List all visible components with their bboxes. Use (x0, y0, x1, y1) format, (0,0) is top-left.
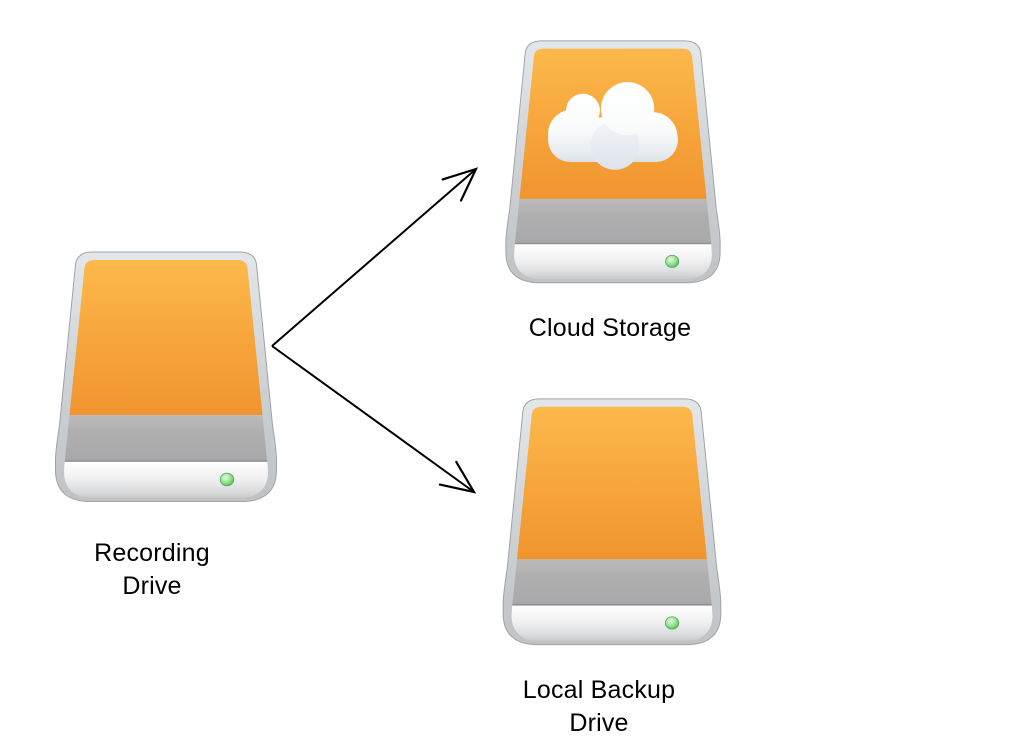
node-label-line: Drive (569, 709, 629, 737)
node-label-line: Drive (122, 572, 182, 600)
arrow-recording-to-local (271, 345, 477, 494)
node-label-line: Cloud Storage (528, 314, 692, 342)
external-drive-icon (54, 251, 278, 503)
local-backup-drive-node (492, 394, 732, 652)
cloud-storage-node (495, 36, 731, 290)
arrow-recording-to-cloud (271, 167, 479, 347)
external-drive-cloud-icon (505, 40, 721, 284)
recording-drive-label: Recording Drive (32, 537, 272, 603)
local-backup-drive-label: Local Backup Drive (479, 674, 719, 740)
node-label-line: Recording (94, 539, 210, 567)
cloud-storage-label: Cloud Storage (490, 312, 730, 345)
recording-drive-node (46, 247, 286, 509)
external-drive-icon (502, 398, 722, 646)
node-label-line: Local Backup (522, 676, 676, 704)
